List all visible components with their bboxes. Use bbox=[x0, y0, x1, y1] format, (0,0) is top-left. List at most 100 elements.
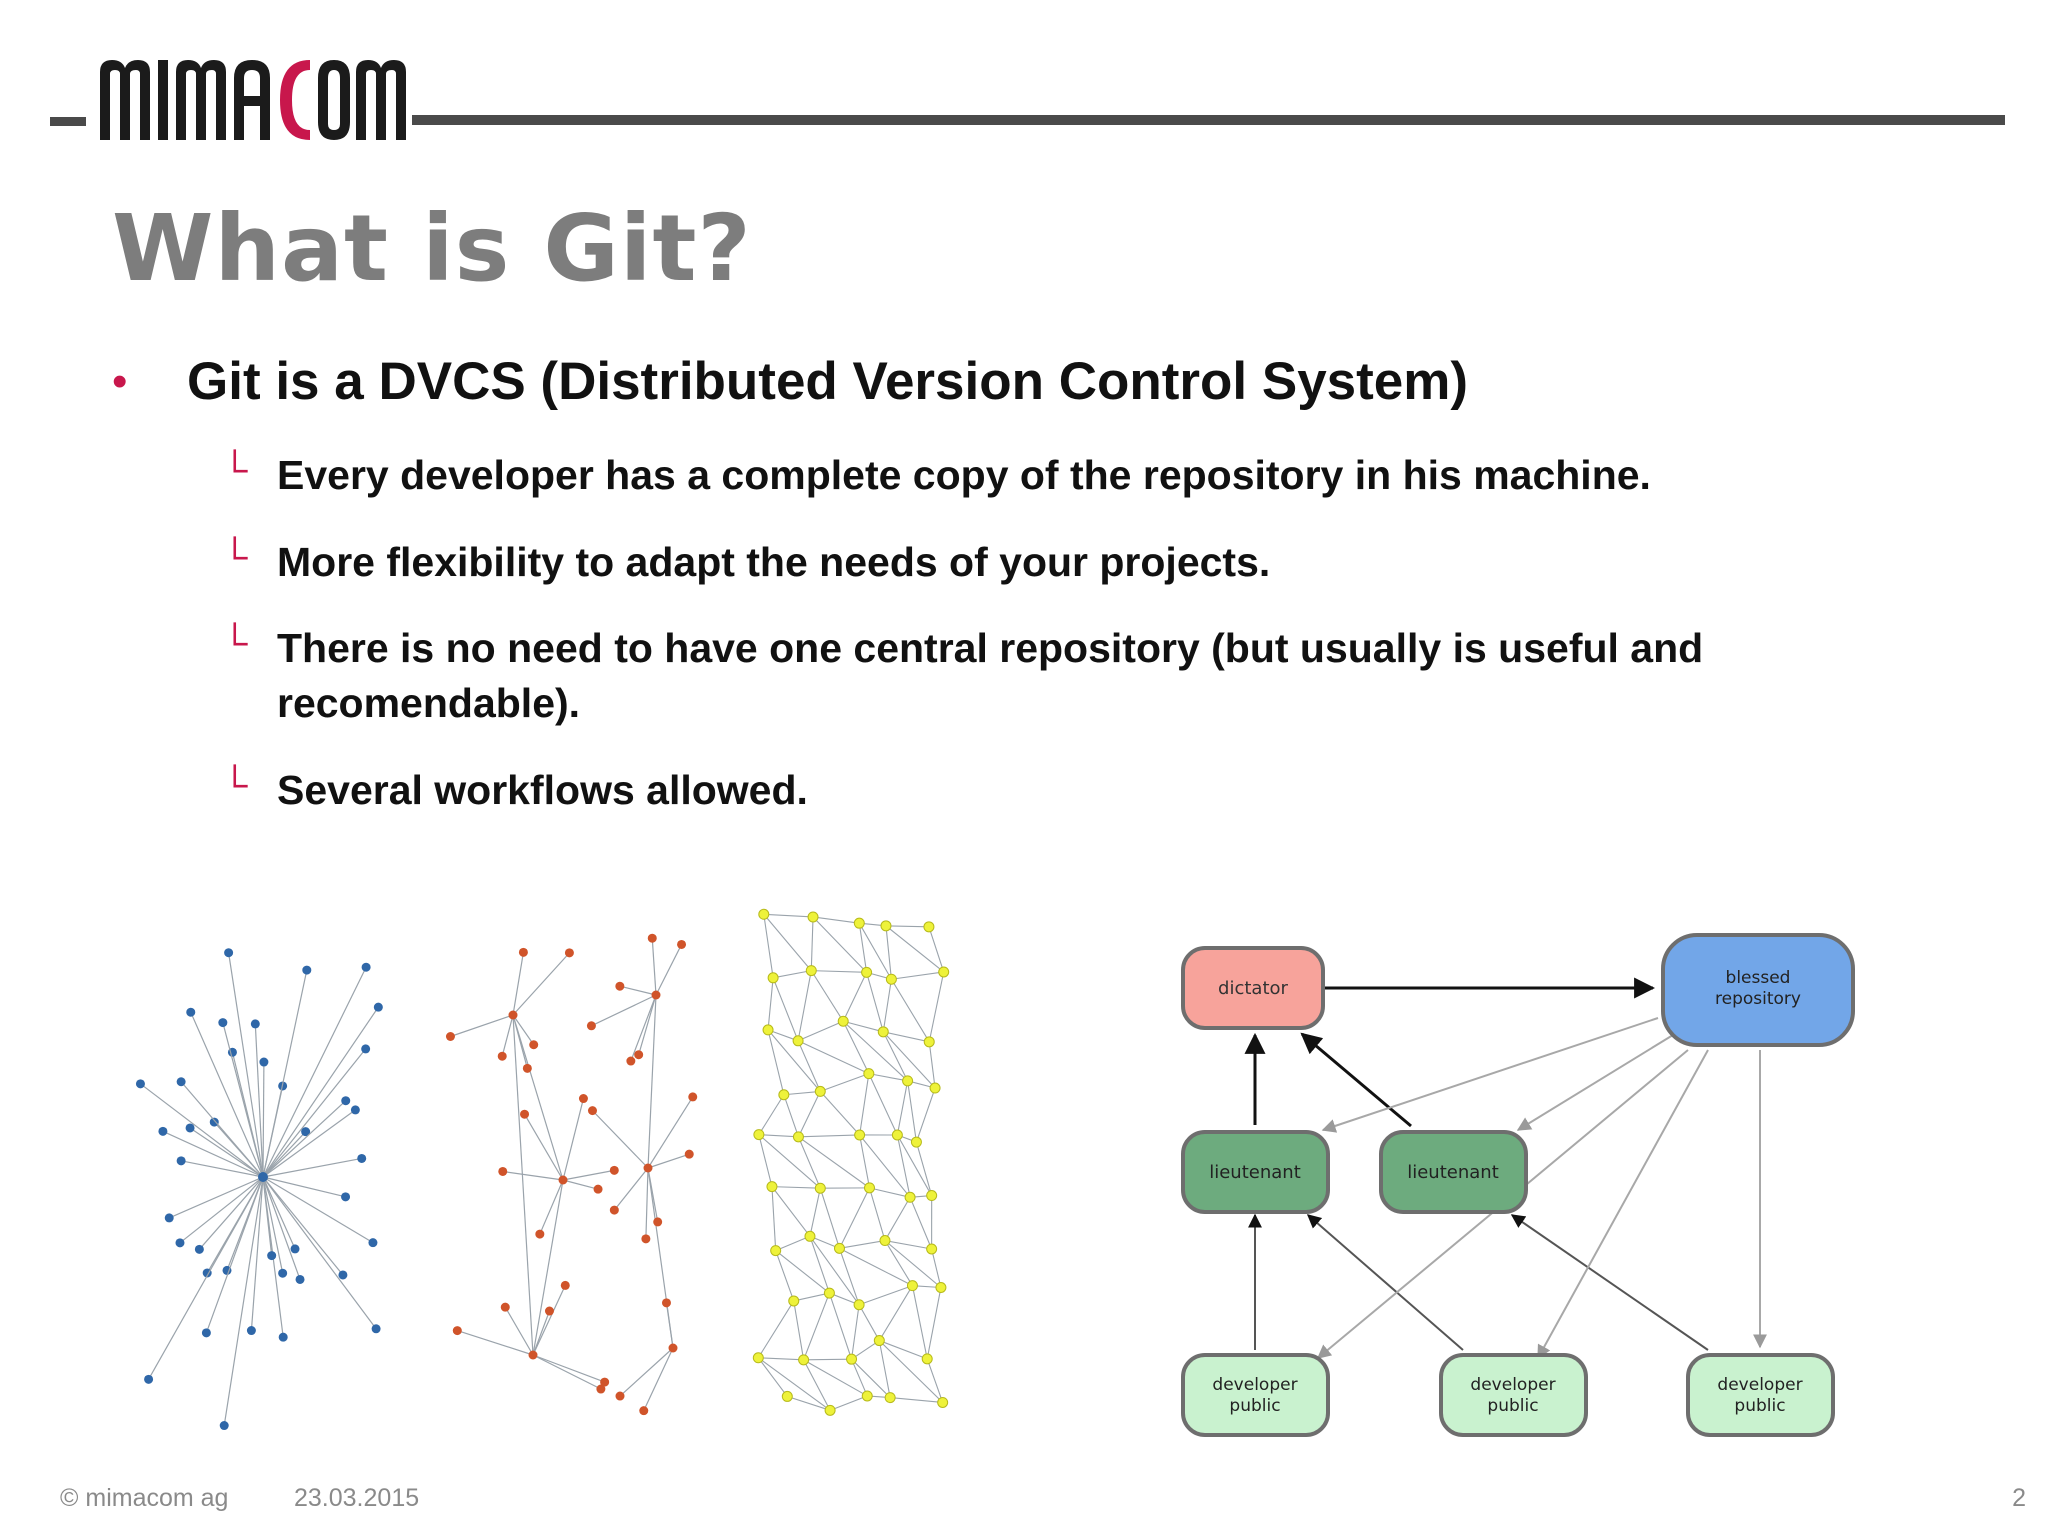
network-node bbox=[641, 1234, 651, 1244]
network-node bbox=[497, 1051, 507, 1061]
network-node bbox=[295, 1274, 305, 1284]
network-node bbox=[661, 1298, 671, 1308]
network-node bbox=[753, 1129, 765, 1141]
network-node bbox=[587, 1106, 597, 1116]
slide-title: What is Git? bbox=[112, 195, 752, 302]
developer-label-line1: developer bbox=[1470, 1375, 1555, 1395]
network-node bbox=[877, 1026, 889, 1038]
network-node bbox=[846, 1353, 858, 1365]
network-node bbox=[246, 1326, 256, 1336]
network-node bbox=[302, 965, 312, 975]
footer-copyright: © mimacom ag bbox=[60, 1484, 229, 1512]
network-node bbox=[194, 1244, 204, 1254]
network-node bbox=[290, 1244, 300, 1254]
network-node bbox=[201, 1328, 211, 1338]
distributed-network bbox=[752, 908, 950, 1416]
blessed-repository-node: blessed repository bbox=[1661, 933, 1855, 1047]
network-node bbox=[853, 917, 865, 929]
subpoint-text: Every developer has a complete copy of t… bbox=[277, 452, 1651, 498]
network-node bbox=[218, 1018, 228, 1028]
network-node bbox=[688, 1092, 698, 1102]
network-node bbox=[341, 1096, 351, 1106]
subpoint-text: Several workflows allowed. bbox=[277, 767, 808, 813]
developer-label-line2: public bbox=[1229, 1396, 1280, 1416]
network-hub bbox=[528, 1350, 538, 1360]
network-node bbox=[814, 1085, 826, 1097]
subpoint-marker: └ bbox=[222, 622, 248, 663]
subpoint-marker: └ bbox=[222, 764, 248, 805]
workflow-figures: dictator blessed repository lieutenant l… bbox=[135, 908, 1855, 1437]
dictator-workflow-diagram: dictator blessed repository lieutenant l… bbox=[1181, 933, 1855, 1437]
network-node bbox=[684, 1149, 694, 1159]
network-node bbox=[767, 972, 779, 984]
network-node bbox=[520, 1109, 530, 1119]
network-node bbox=[937, 1396, 949, 1408]
dictator-node: dictator bbox=[1181, 946, 1325, 1030]
network-node bbox=[884, 1392, 896, 1404]
network-node bbox=[823, 1287, 835, 1299]
network-node bbox=[135, 1079, 145, 1089]
network-node bbox=[863, 1182, 875, 1194]
bullet-marker: • bbox=[112, 357, 128, 406]
network-node bbox=[500, 1302, 510, 1312]
network-node bbox=[278, 1332, 288, 1342]
network-node bbox=[653, 1217, 663, 1227]
subpoint-marker: └ bbox=[222, 536, 248, 577]
network-node bbox=[781, 1390, 793, 1402]
network-node bbox=[175, 1238, 185, 1248]
network-node bbox=[564, 948, 574, 958]
subpoint-text: More flexibility to adapt the needs of y… bbox=[277, 539, 1271, 585]
network-node bbox=[906, 1280, 918, 1292]
network-node bbox=[518, 947, 528, 957]
network-node bbox=[176, 1156, 186, 1166]
network-node bbox=[357, 1153, 367, 1163]
network-node bbox=[798, 1354, 810, 1366]
network-node bbox=[926, 1243, 938, 1255]
network-node bbox=[452, 1326, 462, 1336]
network-node bbox=[677, 939, 687, 949]
network-node bbox=[158, 1126, 168, 1136]
lieutenant-node: lieutenant bbox=[1181, 1130, 1330, 1214]
lieutenant-label: lieutenant bbox=[1209, 1162, 1301, 1183]
network-node bbox=[824, 1404, 836, 1416]
network-node bbox=[596, 1384, 606, 1394]
network-node bbox=[626, 1056, 636, 1066]
network-node bbox=[368, 1238, 378, 1248]
network-hub bbox=[651, 990, 661, 1000]
network-node bbox=[863, 1068, 875, 1080]
network-node bbox=[609, 1205, 619, 1215]
network-node bbox=[338, 1270, 348, 1280]
subpoint-text: There is no need to have one central rep… bbox=[277, 625, 1704, 726]
network-node bbox=[805, 965, 817, 977]
network-node bbox=[544, 1306, 554, 1316]
network-node bbox=[766, 1181, 778, 1193]
blessed-label-line1: blessed bbox=[1726, 968, 1791, 988]
network-node bbox=[923, 1036, 935, 1048]
network-node bbox=[879, 1235, 891, 1247]
lieutenant-label: lieutenant bbox=[1407, 1162, 1499, 1183]
developer-public-node: developer public bbox=[1686, 1353, 1835, 1437]
network-node bbox=[350, 1105, 360, 1115]
network-node bbox=[778, 1089, 790, 1101]
network-node bbox=[837, 1015, 849, 1027]
network-hub bbox=[558, 1175, 568, 1185]
network-node bbox=[854, 1129, 866, 1141]
dictator-label: dictator bbox=[1218, 978, 1288, 999]
network-node bbox=[762, 1024, 774, 1036]
network-node bbox=[921, 1353, 933, 1365]
network-node bbox=[361, 962, 371, 972]
network-node bbox=[445, 1031, 455, 1041]
header-rule-left bbox=[50, 117, 86, 126]
network-node bbox=[144, 1374, 154, 1384]
network-node bbox=[770, 1245, 782, 1257]
developer-public-node: developer public bbox=[1439, 1353, 1588, 1437]
blessed-label-line2: repository bbox=[1715, 989, 1801, 1009]
network-node bbox=[259, 1057, 269, 1067]
network-node bbox=[209, 1117, 219, 1127]
network-node bbox=[186, 1007, 196, 1017]
network-node bbox=[880, 920, 892, 932]
network-node bbox=[176, 1077, 186, 1087]
network-node bbox=[185, 1123, 195, 1133]
network-node bbox=[833, 1242, 845, 1254]
network-node bbox=[615, 1391, 625, 1401]
